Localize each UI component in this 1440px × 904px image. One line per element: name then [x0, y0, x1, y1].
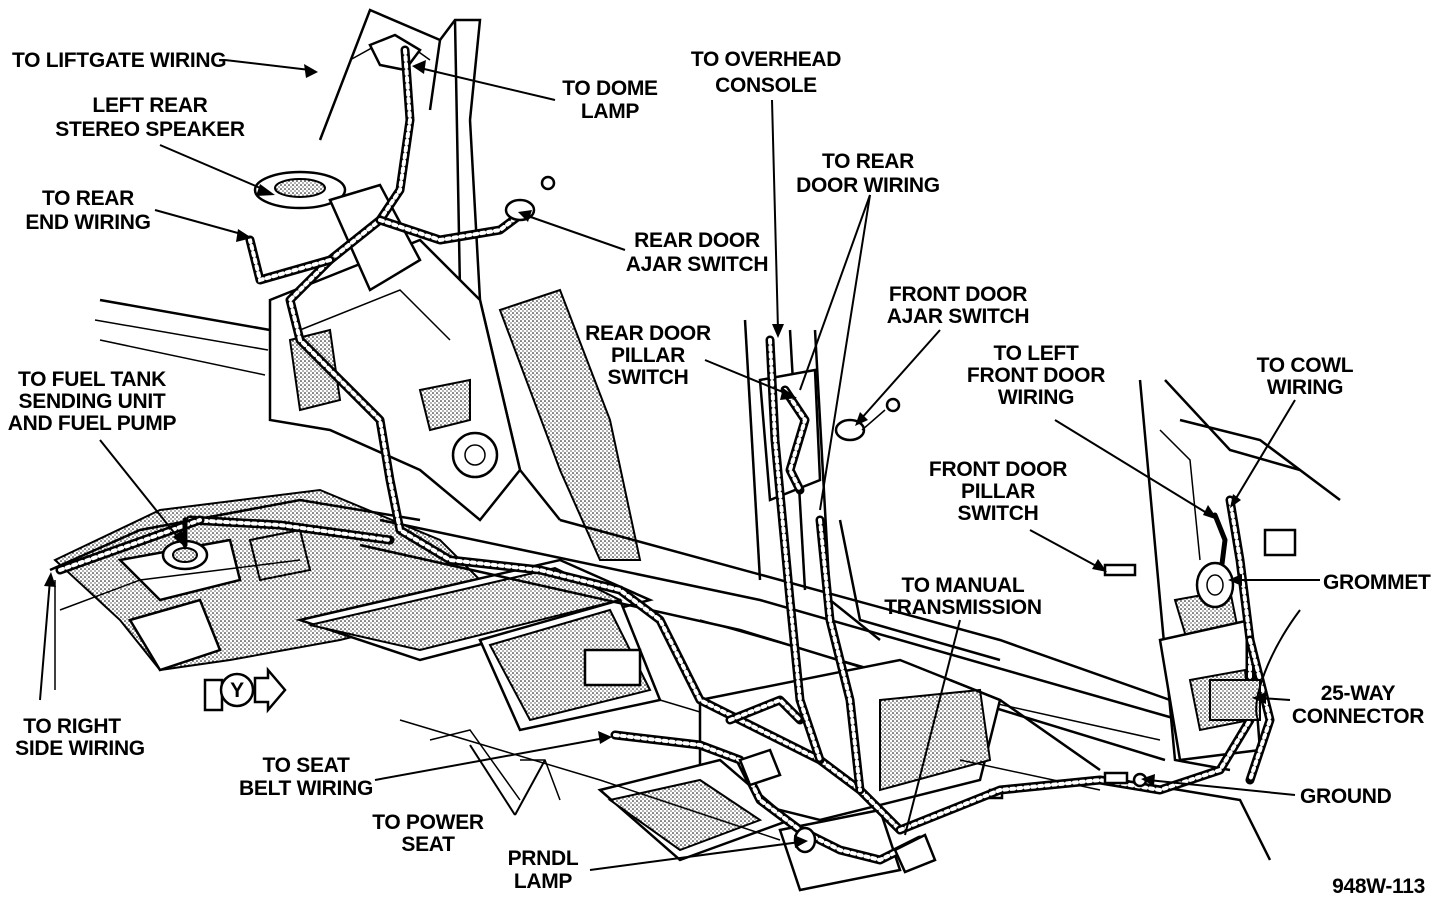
view-y-marker: Y — [203, 666, 287, 714]
label-overhead-2: CONSOLE — [715, 74, 817, 97]
label-fuel-2: SENDING UNIT — [19, 390, 166, 413]
label-dome-1: TO DOME — [562, 77, 658, 100]
label-left-front-door-1: TO LEFT — [993, 342, 1078, 365]
label-rear-pillar-3: SWITCH — [607, 366, 688, 389]
label-ground: GROUND — [1300, 785, 1392, 808]
label-rear-door-ajar-1: REAR DOOR — [634, 229, 760, 252]
label-connector-1: 25-WAY — [1321, 682, 1396, 705]
label-left-rear-speaker-1: LEFT REAR — [92, 94, 207, 117]
label-left-front-door-2: FRONT DOOR — [967, 364, 1105, 387]
vehicle-body — [49, 8, 1341, 892]
label-rear-pillar-1: REAR DOOR — [585, 322, 711, 345]
label-prndl-2: LAMP — [514, 870, 573, 893]
label-liftgate-wiring: TO LIFTGATE WIRING — [12, 49, 226, 72]
label-cowl-2: WIRING — [1267, 376, 1343, 399]
label-dome-2: LAMP — [581, 100, 640, 123]
label-front-pillar-1: FRONT DOOR — [929, 458, 1067, 481]
leader-lines — [39, 59, 1320, 871]
label-rear-pillar-2: PILLAR — [611, 344, 685, 367]
label-seat-belt-1: TO SEAT — [263, 754, 350, 777]
label-rear-door-wiring-2: DOOR WIRING — [796, 174, 940, 197]
label-front-door-ajar-1: FRONT DOOR — [889, 283, 1027, 306]
label-seat-belt-2: BELT WIRING — [239, 777, 373, 800]
label-right-side-1: TO RIGHT — [23, 715, 121, 738]
view-marker-text: Y — [230, 679, 244, 702]
label-overhead-1: TO OVERHEAD — [691, 48, 841, 71]
label-front-pillar-2: PILLAR — [961, 480, 1035, 503]
label-prndl-1: PRNDL — [508, 847, 579, 870]
label-fuel-3: AND FUEL PUMP — [8, 412, 177, 435]
label-connector-2: CONNECTOR — [1292, 705, 1424, 728]
label-rear-end-2: END WIRING — [25, 211, 150, 234]
label-manual-trans-2: TRANSMISSION — [884, 596, 1041, 619]
callouts: TO LIFTGATE WIRING LEFT REAR STEREO SPEA… — [8, 48, 1432, 898]
figure-id: 948W-113 — [1332, 875, 1425, 898]
label-rear-end-1: TO REAR — [42, 187, 134, 210]
label-left-rear-speaker-2: STEREO SPEAKER — [55, 118, 245, 141]
label-cowl-1: TO COWL — [1257, 354, 1354, 377]
label-power-seat-2: SEAT — [401, 833, 455, 856]
label-fuel-1: TO FUEL TANK — [18, 368, 166, 391]
wiring-harness — [55, 45, 1275, 874]
label-power-seat-1: TO POWER — [372, 811, 484, 834]
label-left-front-door-3: WIRING — [998, 386, 1074, 409]
label-rear-door-wiring-1: TO REAR — [822, 150, 914, 173]
label-front-pillar-3: SWITCH — [957, 502, 1038, 525]
label-manual-trans-1: TO MANUAL — [902, 574, 1025, 597]
label-rear-door-ajar-2: AJAR SWITCH — [626, 253, 769, 276]
label-right-side-2: SIDE WIRING — [15, 737, 145, 760]
label-front-door-ajar-2: AJAR SWITCH — [887, 305, 1030, 328]
label-grommet: GROMMET — [1323, 571, 1431, 594]
